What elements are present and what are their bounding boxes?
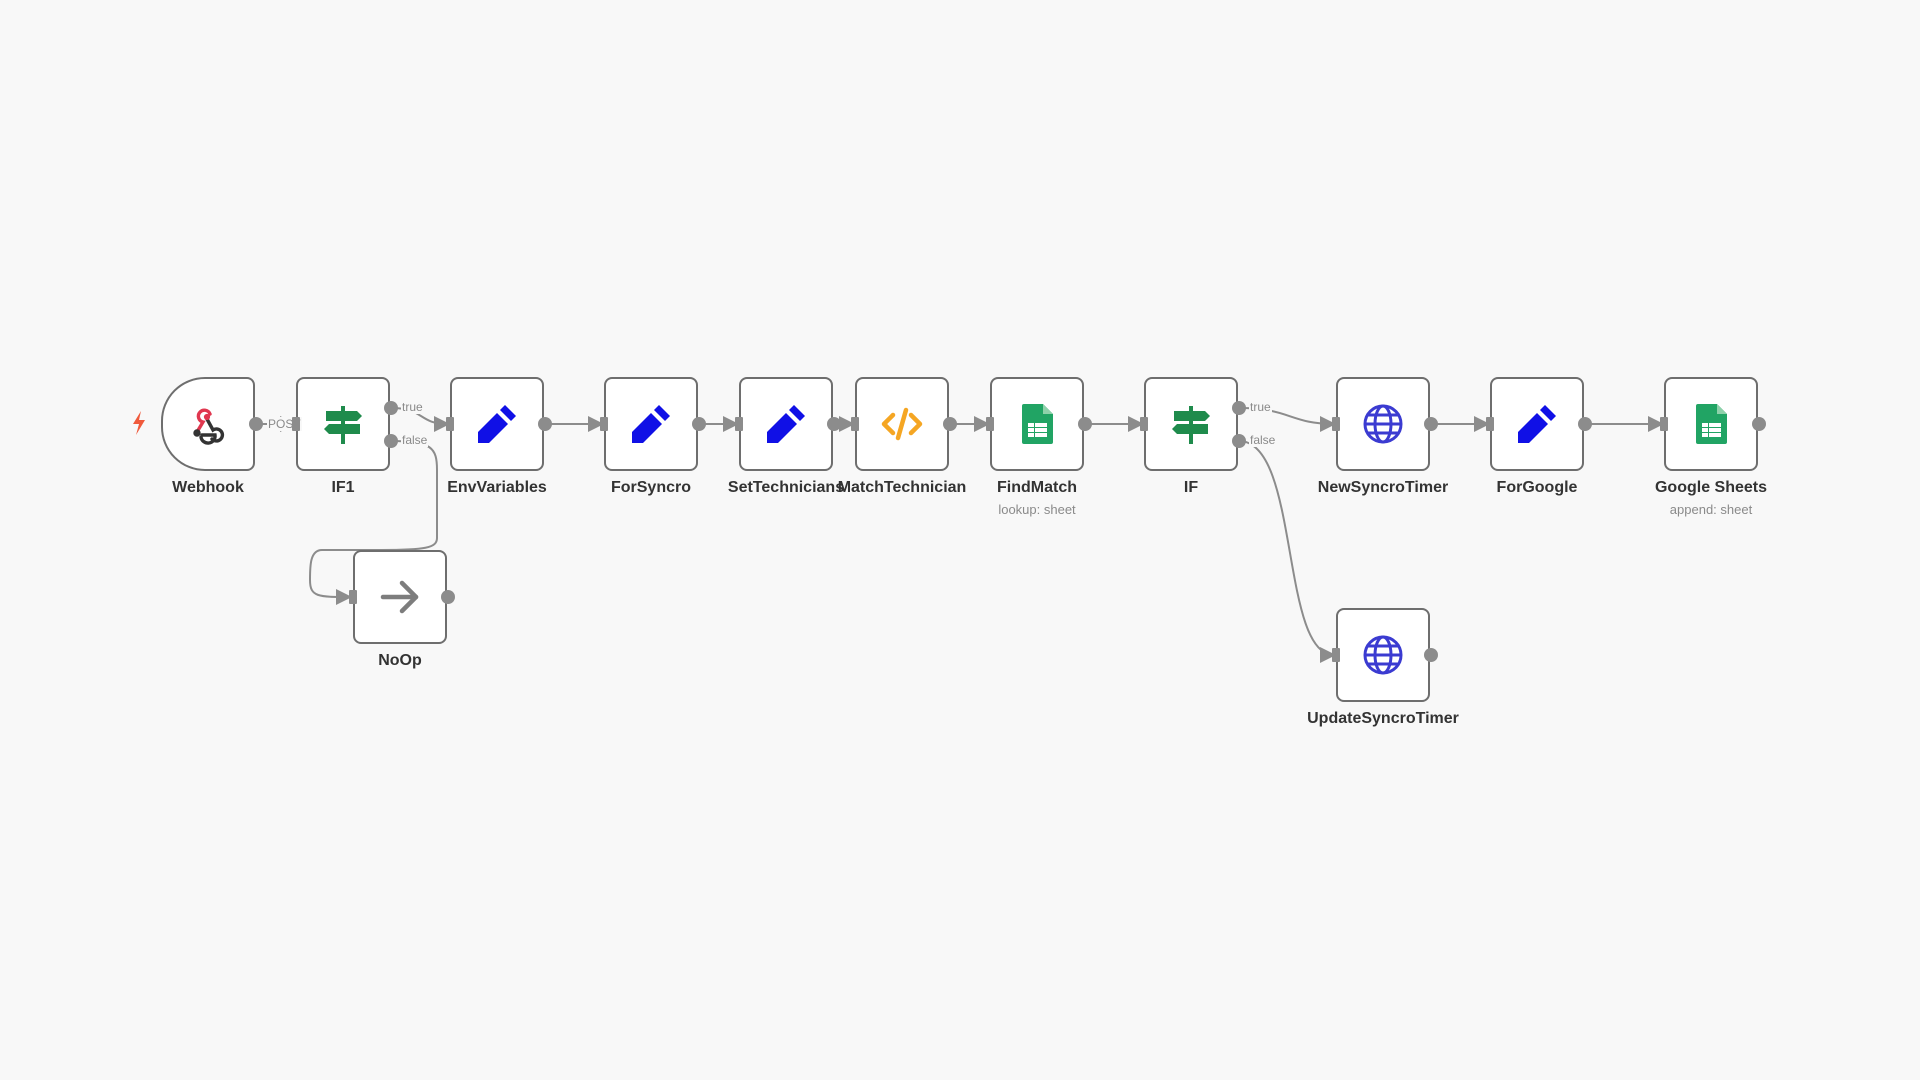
arrow-right-icon — [378, 575, 422, 619]
node-label: UpdateSyncroTimer — [1307, 710, 1459, 727]
node-label: EnvVariables — [447, 479, 547, 496]
pencil-icon — [475, 402, 519, 446]
output-port[interactable] — [943, 417, 957, 431]
connection-label-false: false — [401, 433, 429, 447]
wire-if1-noop[interactable] — [308, 440, 438, 605]
output-port[interactable] — [1752, 417, 1766, 431]
node-findmatch[interactable] — [990, 377, 1084, 471]
output-port-true[interactable] — [1232, 401, 1246, 415]
node-updatesyncrotimer[interactable] — [1336, 608, 1430, 702]
node-label: NewSyncroTimer — [1317, 479, 1449, 496]
node-if[interactable] — [1144, 377, 1238, 471]
node-label: Webhook — [172, 479, 244, 496]
input-port[interactable] — [349, 590, 357, 604]
output-port[interactable] — [1424, 417, 1438, 431]
output-port-true[interactable] — [384, 401, 398, 415]
globe-icon — [1361, 402, 1405, 446]
input-port[interactable] — [735, 417, 743, 431]
input-port[interactable] — [1332, 648, 1340, 662]
input-port[interactable] — [986, 417, 994, 431]
node-noop[interactable] — [353, 550, 447, 644]
node-forsyncro[interactable] — [604, 377, 698, 471]
signpost-icon — [321, 402, 365, 446]
wire-if1-envvariables[interactable] — [390, 407, 450, 432]
connection-label-false: false — [1249, 433, 1277, 447]
connection-label-true: true — [1249, 400, 1272, 414]
wire-if-updatesyncrotimer[interactable] — [1238, 440, 1336, 663]
sheets-icon — [1015, 402, 1059, 446]
input-port[interactable] — [600, 417, 608, 431]
node-label: MatchTechnician — [837, 479, 967, 496]
node-webhook[interactable] — [161, 377, 255, 471]
input-port[interactable] — [1486, 417, 1494, 431]
node-subtitle: lookup: sheet — [998, 502, 1076, 517]
node-if1[interactable] — [296, 377, 390, 471]
output-port[interactable] — [249, 417, 263, 431]
node-label: SetTechnicians — [727, 479, 845, 496]
globe-icon — [1361, 633, 1405, 677]
node-subtitle: append: sheet — [1669, 502, 1753, 517]
output-port[interactable] — [1578, 417, 1592, 431]
sheets-icon — [1689, 402, 1733, 446]
output-port-false[interactable] — [384, 434, 398, 448]
node-label: Google Sheets — [1654, 479, 1768, 496]
node-label: ForGoogle — [1496, 479, 1578, 496]
trigger-lightning-icon — [133, 411, 145, 435]
node-envvariables[interactable] — [450, 377, 544, 471]
output-port[interactable] — [441, 590, 455, 604]
input-port[interactable] — [1660, 417, 1668, 431]
output-port[interactable] — [827, 417, 841, 431]
node-forgoogle[interactable] — [1490, 377, 1584, 471]
webhook-icon — [186, 402, 230, 446]
input-port[interactable] — [1140, 417, 1148, 431]
input-port[interactable] — [292, 417, 300, 431]
code-icon — [880, 402, 924, 446]
pencil-icon — [1515, 402, 1559, 446]
node-newsyncrotimer[interactable] — [1336, 377, 1430, 471]
node-label: ForSyncro — [610, 479, 691, 496]
node-label: NoOp — [378, 652, 422, 669]
node-label: FindMatch — [997, 479, 1077, 496]
connection-label-true: true — [401, 400, 424, 414]
node-label: IF1 — [331, 479, 355, 496]
output-port-false[interactable] — [1232, 434, 1246, 448]
input-port[interactable] — [1332, 417, 1340, 431]
node-label: IF — [1183, 479, 1199, 496]
signpost-icon — [1169, 402, 1213, 446]
output-port[interactable] — [1424, 648, 1438, 662]
node-google-sheets[interactable] — [1664, 377, 1758, 471]
pencil-icon — [629, 402, 673, 446]
output-port[interactable] — [1078, 417, 1092, 431]
output-port[interactable] — [692, 417, 706, 431]
node-settechnicians[interactable] — [739, 377, 833, 471]
output-port[interactable] — [538, 417, 552, 431]
pencil-icon — [764, 402, 808, 446]
input-port[interactable] — [446, 417, 454, 431]
input-port[interactable] — [851, 417, 859, 431]
node-matchtechnician[interactable] — [855, 377, 949, 471]
